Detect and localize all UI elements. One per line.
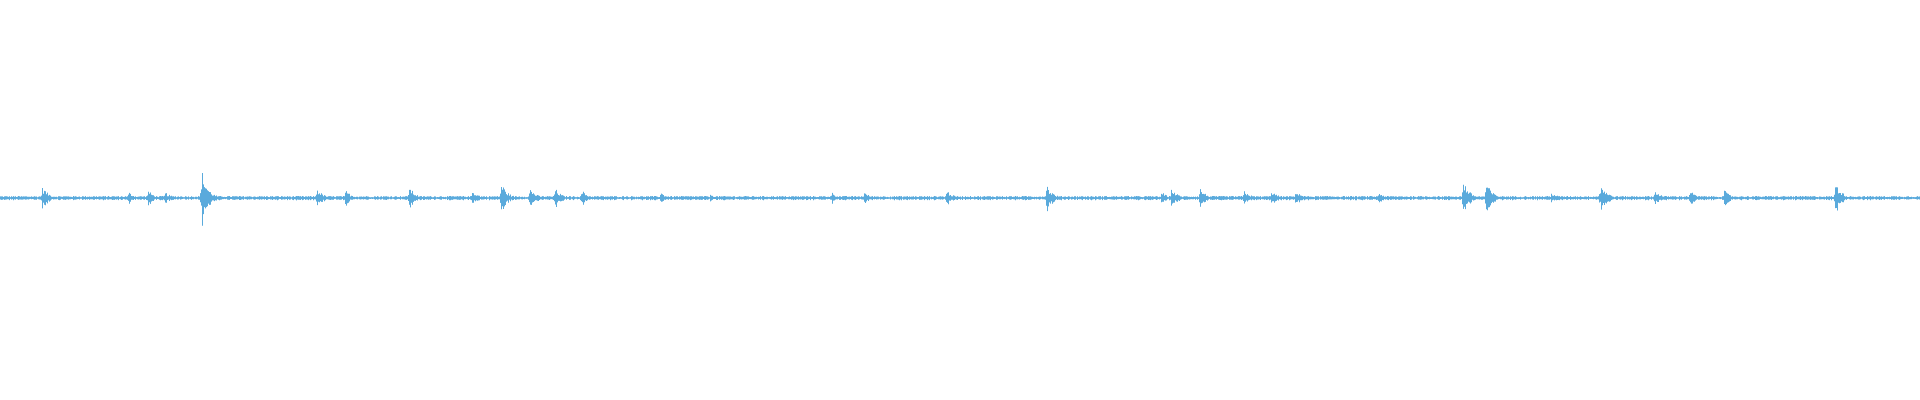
waveform-trace bbox=[0, 173, 1920, 226]
